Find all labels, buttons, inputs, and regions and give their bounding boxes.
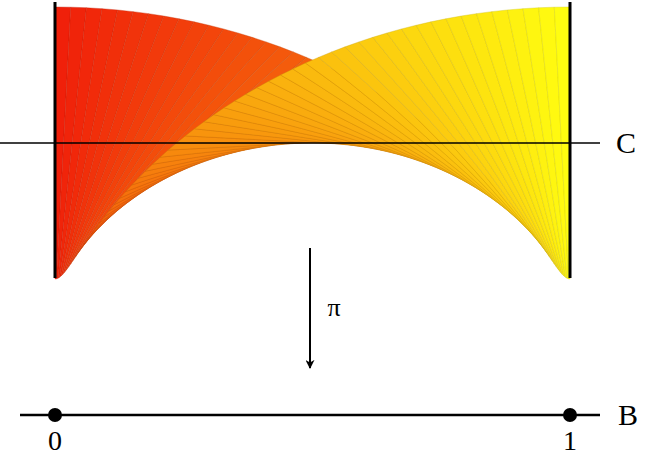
- base-point: [563, 408, 577, 422]
- surface-label: C: [616, 128, 636, 158]
- fiber-line: [569, 2, 572, 278]
- map-label: π: [327, 295, 340, 321]
- base-point: [48, 408, 62, 422]
- projection-arrow: [309, 248, 311, 368]
- base-label: B: [618, 400, 638, 430]
- base-line: [20, 414, 600, 417]
- fiber-line: [54, 2, 57, 278]
- point-label: 0: [48, 427, 62, 455]
- point-label: 1: [563, 427, 577, 455]
- section-line: [0, 142, 600, 144]
